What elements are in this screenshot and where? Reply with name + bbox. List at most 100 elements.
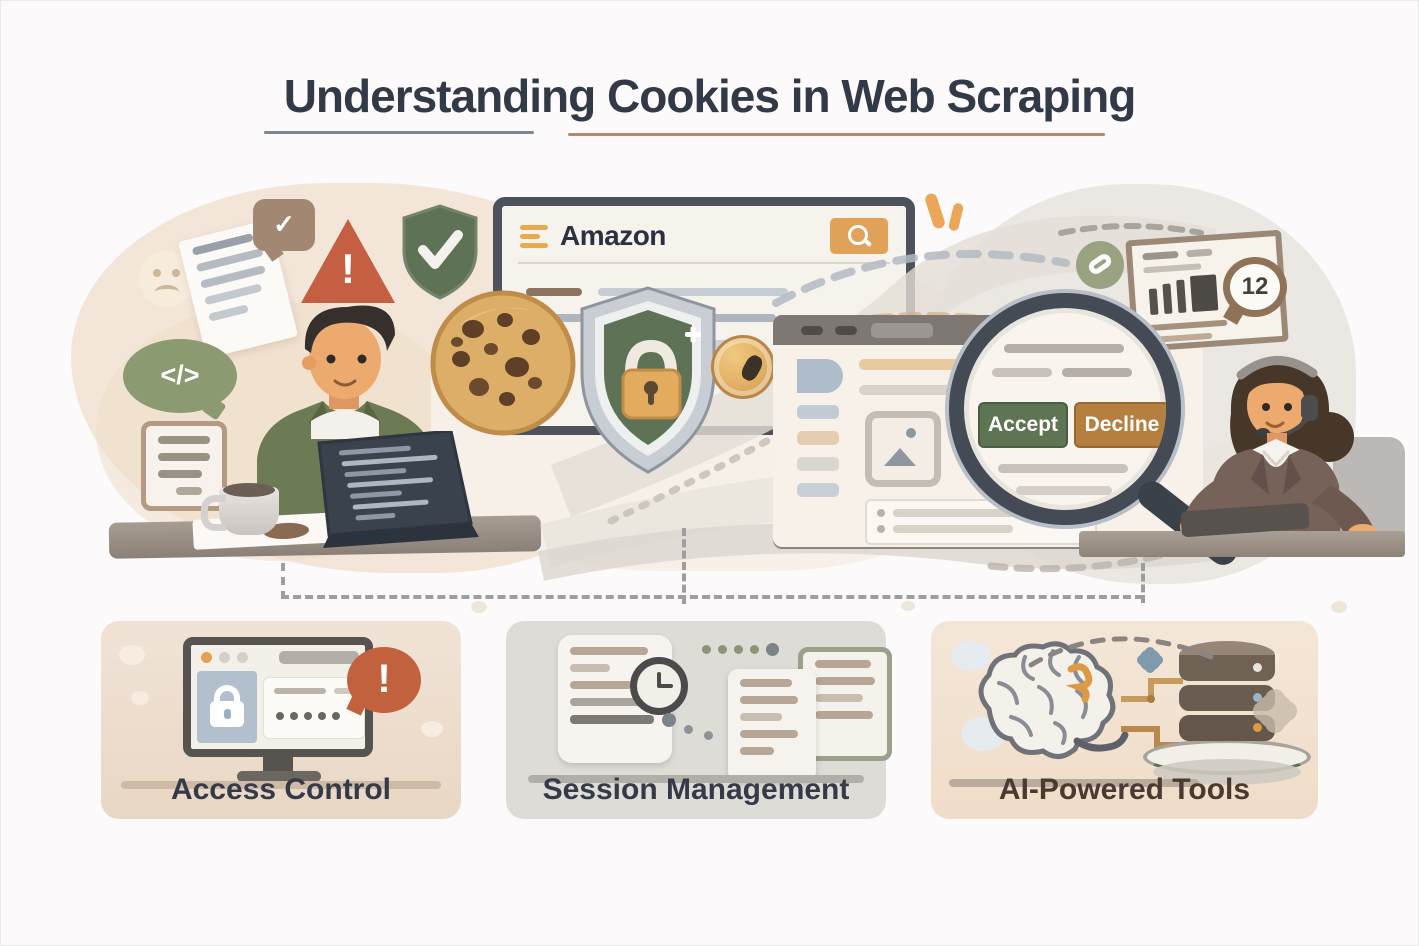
shelf-line [949,779,1199,787]
lens-line [1004,344,1124,353]
panel-line [1143,263,1202,274]
mug-coffee [223,483,275,497]
speck [901,601,915,611]
shelf-line [121,781,441,789]
lens-line [992,368,1052,377]
brain-icon [978,641,1129,759]
connector-left-stub [281,563,285,599]
password-dot [276,712,284,720]
password-dot [318,712,326,720]
window-dot [219,652,230,663]
lens-line [998,464,1128,473]
speck [471,601,487,613]
dot-trail [702,645,711,654]
coffee-mug [201,483,279,535]
doc-line [570,647,648,655]
lock-keyhole [224,709,231,719]
gear-icon [1139,649,1161,671]
title-underline-gray [264,131,534,134]
doc-line [570,698,652,706]
doc-line [815,711,873,719]
doc-line [815,677,875,685]
lens-line [1062,368,1132,377]
notepad-line [176,487,202,495]
session-management-card: Session Management [506,621,892,819]
title-underline-tan [568,133,1105,136]
password-dot [290,712,298,720]
menu-icon[interactable] [520,224,548,248]
accept-button[interactable]: Accept [978,402,1068,448]
access-control-label: Access Control [170,773,392,806]
doc-line [740,747,774,755]
divider-line [528,775,864,783]
lock-panel [197,671,257,743]
list-line [893,509,1043,517]
sidebar-block [797,431,839,445]
shield-check-icon [402,204,478,300]
form-line [334,688,354,694]
sparkle-icon [923,192,947,230]
panel-line [1147,319,1228,332]
connector-horizontal [281,595,1143,599]
db-led [1253,663,1262,672]
pencil-glyph [1086,251,1114,277]
badge-12-bubble: 12 [1223,257,1287,325]
pencil-badge-icon [1076,241,1124,289]
chart-bar [1162,283,1173,315]
page-title: Understanding Cookies in Web Scraping [283,70,1137,122]
session-doc-front [728,669,816,781]
warning-exclamation: ! [341,245,355,292]
decline-button[interactable]: Decline [1074,402,1166,448]
code-glyph: </> [160,360,200,390]
doc-line [570,681,632,689]
dot-curve [704,731,713,740]
connector-center-vertical [682,528,686,604]
doc-line [815,660,871,668]
page-line [859,359,1009,370]
sidebar-block [797,457,839,471]
image-placeholder-icon [865,411,941,487]
db-led [1253,723,1262,732]
sidebar-block [797,359,843,393]
search-button[interactable] [830,218,888,254]
doc-line [740,679,792,687]
gear-blob [1257,693,1293,729]
accept-label: Accept [987,413,1059,436]
sad-face-mouth [155,285,179,299]
dot-curve [684,725,693,734]
clock-hand-minute [657,672,661,688]
browser-tab [871,323,933,338]
warning-triangle-icon: ! [301,219,395,303]
list-bullet [877,525,885,533]
sad-face-eye [172,269,180,277]
db-led [1253,693,1262,702]
laptop-illustration [317,431,479,548]
mountain-glyph [884,448,916,466]
connector-right-stub [1141,563,1145,603]
notepad-line [158,436,210,444]
doc-line [570,664,610,672]
dot-trail [766,643,779,656]
ai-tools-card: AI-Powered Tools [931,621,1318,819]
badge-12-value: 12 [1241,273,1269,300]
mug-handle [201,495,226,531]
desk-right [1079,531,1405,557]
dot-trail [734,645,743,654]
session-management-label: Session Management [542,773,850,806]
access-control-card: ! Access Control [101,621,461,819]
title-bar-block [279,651,359,664]
alert-bubble-icon: ! [346,647,421,716]
panel-line [1186,248,1213,258]
dashed-arc [1028,636,1214,668]
password-dot [332,712,340,720]
window-dot [237,652,248,663]
coin-icon [711,335,775,399]
dot-trail [718,645,727,654]
shield-lock-icon [580,286,716,474]
doc-line [740,730,798,738]
monitor-base [237,771,321,782]
code-bubble-icon: </> [123,339,237,421]
dot-trail [750,645,759,654]
form-line [274,688,326,694]
